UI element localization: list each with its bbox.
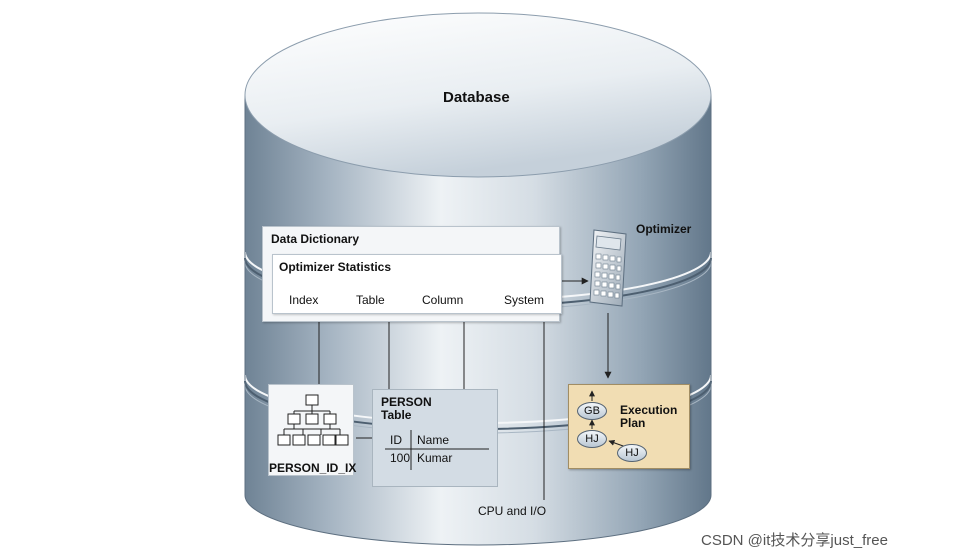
stat-item-column: Column	[422, 293, 464, 307]
plan-node-hj-2: HJ	[617, 444, 647, 462]
data-dictionary-title: Data Dictionary	[271, 232, 360, 246]
person-table-grid	[385, 430, 489, 470]
tree-index-icon	[277, 394, 349, 446]
plan-node-gb: GB	[577, 402, 607, 420]
cpu-io-label: CPU and I/O	[478, 504, 547, 518]
person-col-name: Name	[417, 433, 450, 447]
stat-item-index: Index	[289, 293, 319, 307]
person-table-box: PERSON Table ID Name 100 Kumar	[372, 389, 498, 487]
watermark: CSDN @it技术分享just_free	[701, 532, 888, 549]
optimizer-label: Optimizer	[636, 222, 692, 236]
stat-item-system: System	[504, 293, 545, 307]
database-label: Database	[443, 89, 510, 106]
calculator-icon	[589, 229, 627, 307]
person-cell-name: Kumar	[417, 451, 453, 465]
execution-plan-title-2: Plan	[620, 416, 646, 430]
person-table-title-1: PERSON	[381, 395, 432, 409]
index-box: PERSON_ID_IX	[268, 384, 357, 476]
plan-node-hj-1: HJ	[577, 430, 607, 448]
optimizer-statistics-title: Optimizer Statistics	[279, 260, 392, 274]
person-table-title-2: Table	[381, 408, 412, 422]
person-cell-id: 100	[390, 451, 411, 465]
person-col-id: ID	[390, 433, 402, 447]
stat-item-table: Table	[356, 293, 385, 307]
execution-plan-title-1: Execution	[620, 403, 678, 417]
index-label: PERSON_ID_IX	[269, 461, 357, 475]
execution-plan-box: GB HJ HJ Execution Plan	[568, 384, 690, 469]
optimizer-statistics-box: Optimizer Statistics Index Table Column …	[272, 254, 562, 314]
